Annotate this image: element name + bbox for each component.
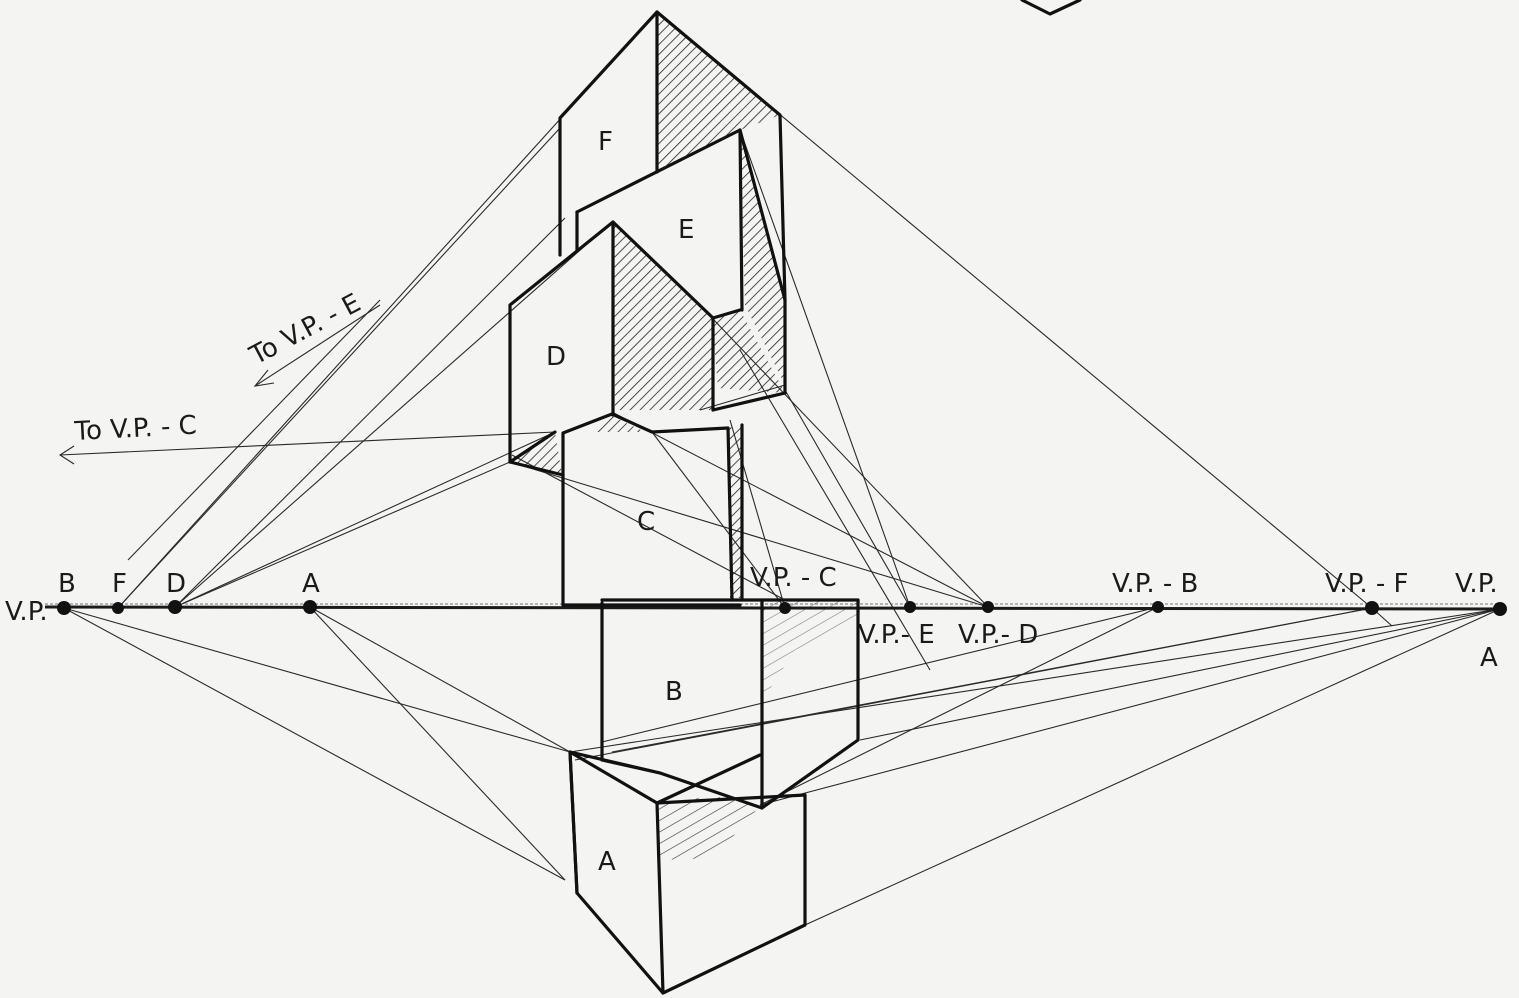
- arrow-to-vp-c: [58, 431, 556, 465]
- label-vp-a-top: V.P.: [1455, 569, 1498, 599]
- label-box-b: B: [665, 677, 683, 707]
- box-f: [558, 10, 787, 302]
- label-vp-d: V.P.- D: [958, 620, 1038, 650]
- label-box-e: E: [678, 215, 694, 245]
- vanishing-points: [57, 600, 1507, 616]
- box-d: [508, 220, 787, 464]
- label-to-vp-c: To V.P. - C: [73, 411, 198, 447]
- label-a-left: A: [302, 569, 320, 599]
- label-box-c: C: [637, 507, 655, 537]
- box-c: [508, 412, 744, 607]
- label-vp-f: V.P. - F: [1325, 569, 1408, 599]
- label-box-a: A: [598, 847, 616, 877]
- label-box-f: F: [598, 127, 613, 157]
- corner-box-fragment: [1020, 0, 1082, 16]
- box-b: [568, 598, 860, 810]
- label-d: D: [166, 569, 186, 599]
- label-vp-left: V.P.: [5, 597, 48, 627]
- label-vp-b: V.P. - B: [1112, 569, 1198, 599]
- label-box-d: D: [546, 342, 566, 372]
- label-vp-e: V.P.- E: [858, 620, 935, 650]
- label-vp-a-bottom: A: [1480, 643, 1498, 673]
- arrow-to-vp-e: [253, 304, 381, 387]
- label-b-left: B: [58, 569, 76, 599]
- label-vp-c: V.P. - C: [750, 563, 837, 593]
- box-a: [568, 750, 807, 995]
- label-f: F: [112, 569, 127, 599]
